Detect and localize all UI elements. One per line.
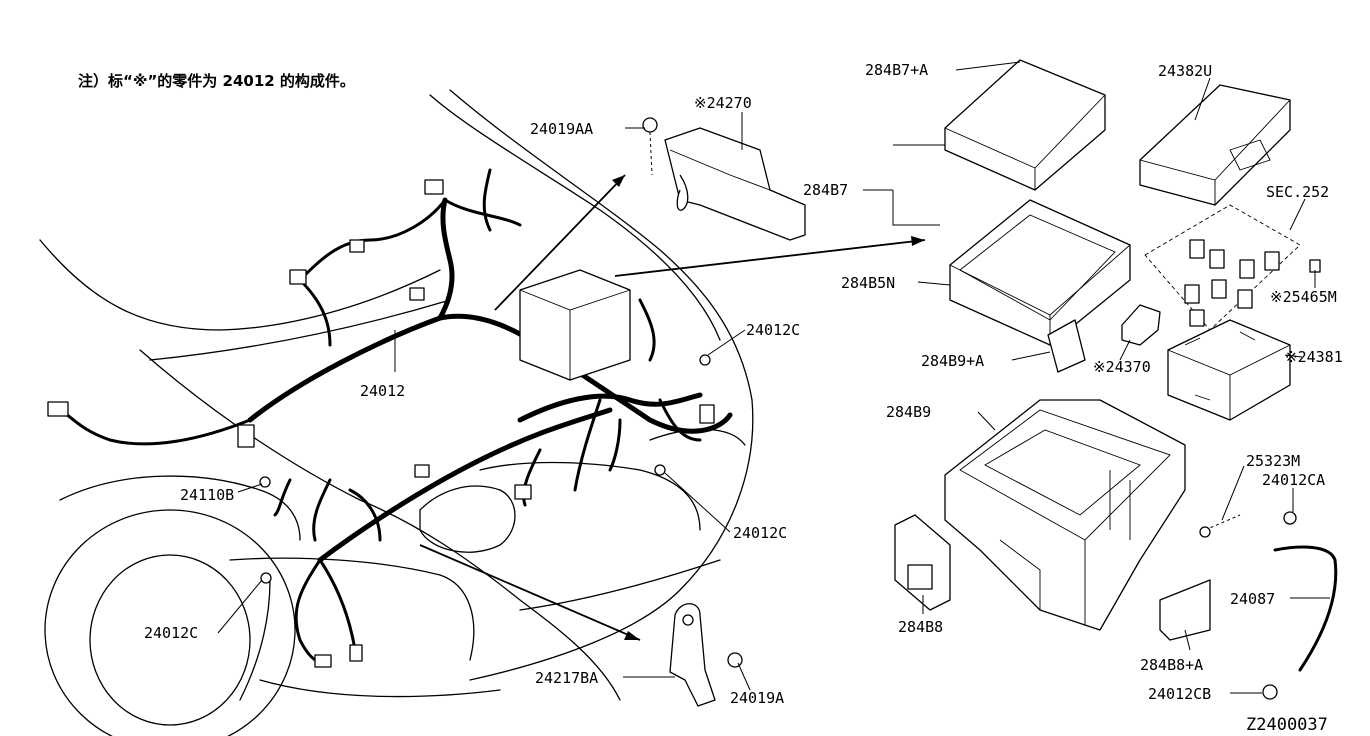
engine-room-harness: [47, 168, 733, 668]
fuse-holder-284B8A: [1159, 579, 1211, 641]
label-24382U: 24382U: [1158, 62, 1212, 80]
fuse-block: [1167, 319, 1291, 421]
label-24019AA: 24019AA: [530, 120, 593, 138]
label-24110B: 24110B: [180, 486, 234, 504]
label-24087: 24087: [1230, 590, 1275, 608]
fuse-box-frame: [949, 199, 1131, 346]
lower-case: [944, 399, 1186, 631]
label-25465M: ※25465M: [1270, 288, 1337, 306]
fuse-24370: [1121, 304, 1161, 346]
label-24381: ※24381: [1285, 348, 1343, 366]
side-cover-284B9A: [1047, 319, 1086, 373]
part-labels: 24019AA ※24270 24012 24012C 24012C 24012…: [144, 61, 1343, 735]
label-284B7: 284B7: [803, 181, 848, 199]
label-24012C-b: 24012C: [733, 524, 787, 542]
bolt-25323M: [1199, 514, 1241, 538]
label-25323M: 25323M: [1246, 452, 1300, 470]
bracket-24270: [642, 117, 806, 241]
label-284B5N: 284B5N: [841, 274, 895, 292]
label-284B8: 284B8: [898, 618, 943, 636]
leader-arrows: [419, 174, 926, 641]
footnote: 注）标“※”的零件为 24012 的构成件。: [78, 72, 355, 90]
label-24012C-a: 24012C: [746, 321, 800, 339]
label-24217BA: 24217BA: [535, 669, 598, 687]
label-24012CB: 24012CB: [1148, 685, 1211, 703]
label-24012CA: 24012CA: [1262, 471, 1325, 489]
label-24270: ※24270: [694, 94, 752, 112]
fuse-holder-284B8: [894, 514, 951, 611]
label-24019A: 24019A: [730, 689, 784, 707]
relay-box-cover: [1139, 84, 1291, 206]
label-24012-main: 24012: [360, 382, 405, 400]
label-24370: ※24370: [1093, 358, 1151, 376]
leader-lines: [217, 61, 1330, 694]
diagram-id: Z2400037: [1246, 715, 1328, 735]
label-284B9A: 284B9+A: [921, 352, 984, 370]
label-284B9: 284B9: [886, 403, 931, 421]
label-SEC252: SEC.252: [1266, 183, 1329, 201]
label-284B7A: 284B7+A: [865, 61, 928, 79]
relay-group: [1144, 204, 1321, 331]
battery-cable: [1262, 511, 1338, 700]
label-284B8A: 284B8+A: [1140, 656, 1203, 674]
fuse-box-cover: [944, 59, 1106, 191]
label-24012C-c: 24012C: [144, 624, 198, 642]
